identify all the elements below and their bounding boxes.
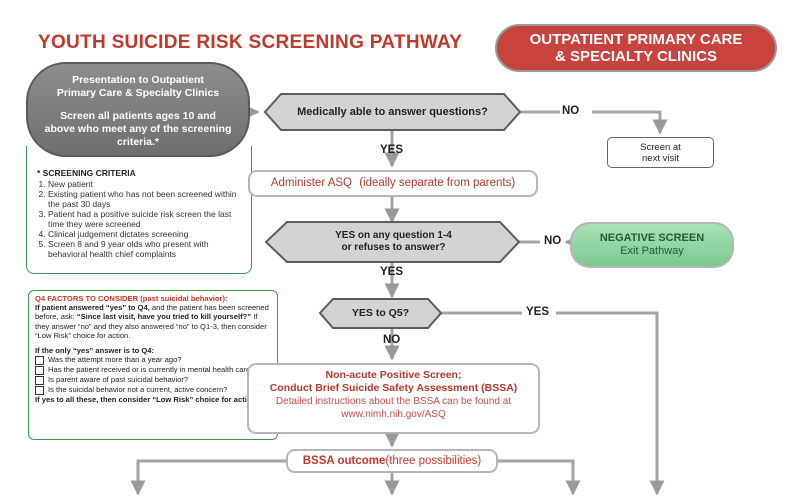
bssa-link[interactable]: www.nimh.nih.gov/ASQ	[341, 409, 446, 420]
outcome-note: (three possibilities)	[385, 455, 482, 467]
bssa-line2: Conduct Brief Suicide Safety Assessment …	[269, 382, 518, 394]
q4-intro: If patient answered “yes” to Q4, and the…	[35, 303, 271, 340]
criteria-item: New patient	[48, 179, 243, 189]
q4-check-item: Is the suicidal behavior not a current, …	[35, 385, 271, 396]
yes-label-2: YES	[380, 266, 404, 278]
q4-heading: Q4 FACTORS TO CONSIDER (past suicidal be…	[35, 294, 228, 303]
q4-factors-box: Q4 FACTORS TO CONSIDER (past suicidal be…	[28, 290, 278, 440]
q4-check-text: Is parent aware of past suicidal behavio…	[48, 375, 189, 385]
setting-banner: OUTPATIENT PRIMARY CARE & SPECIALTY CLIN…	[495, 24, 777, 72]
arrow-yes-down	[556, 311, 665, 496]
criteria-item: Clinical judgement dictates screening	[48, 229, 243, 239]
negative-line1: NEGATIVE SCREEN	[599, 232, 705, 244]
screening-criteria-box: * SCREENING CRITERIA New patient Existin…	[26, 146, 252, 274]
q4-intro-b: and the patient has been screened before…	[35, 303, 269, 322]
screen-next-line1: Screen at	[640, 142, 681, 153]
bssa-node: Non-acute Positive Screen; Conduct Brief…	[247, 363, 540, 434]
q4-intro-c: “Since last visit, have you tried to kil…	[76, 312, 252, 322]
criteria-item: Existing patient who has not been screen…	[48, 189, 243, 209]
criteria-item: Screen 8 and 9 year olds who present wit…	[48, 239, 243, 259]
checkbox[interactable]	[35, 356, 44, 366]
criteria-list: New patient Existing patient who has not…	[37, 179, 243, 259]
no-label-3: NO	[383, 334, 401, 346]
decision3-shape	[318, 298, 443, 329]
decision1-shape	[263, 93, 522, 131]
screen-next-visit-node: Screen at next visit	[607, 137, 714, 168]
presentation-line1: Presentation to Outpatient	[72, 74, 204, 86]
checkbox[interactable]	[35, 366, 44, 376]
decision2-shape	[264, 221, 521, 263]
asq-note: (ideally separate from parents)	[359, 177, 516, 189]
q4-check-item: Is parent aware of past suicidal behavio…	[35, 375, 271, 386]
checkbox[interactable]	[35, 386, 44, 396]
presentation-node: Presentation to Outpatient Primary Care …	[26, 62, 250, 157]
q4-check-item: Was the attempt more than a year ago?	[35, 355, 271, 366]
bssa-line1: Non-acute Positive Screen;	[325, 369, 462, 381]
q4-footer: If yes to all these, then consider “Low …	[35, 395, 259, 405]
bssa-line3: Detailed instructions about the BSSA can…	[275, 396, 512, 407]
q4-check-item: Has the patient received or is currently…	[35, 365, 271, 376]
outcome-title: BSSA outcome	[302, 455, 386, 467]
q4-intro-d: If they answer “no” and they also answer…	[35, 312, 267, 340]
arrow-outcome-left	[130, 459, 286, 496]
decision2-line1: YES on any question 1-4	[335, 230, 452, 241]
administer-asq-node: Administer ASQ (ideally separate from pa…	[248, 170, 538, 197]
negative-screen-node: NEGATIVE SCREEN Exit Pathway	[570, 222, 734, 268]
negative-line2: Exit Pathway	[620, 245, 684, 257]
presentation-line2: Primary Care & Specialty Clinics	[56, 87, 220, 99]
q4-only-yes: If the only “yes” answer is to Q4:	[35, 346, 155, 356]
decision1-text: Medically able to answer questions?	[297, 106, 488, 118]
banner-line1: OUTPATIENT PRIMARY CARE	[529, 31, 743, 48]
q4-check-text: Is the suicidal behavior not a current, …	[48, 385, 228, 395]
asq-text: Administer ASQ	[270, 177, 352, 189]
no-label-2: NO	[544, 235, 562, 247]
bssa-outcome-node: BSSA outcome(three possibilities)	[286, 449, 498, 473]
decision2-line2: or refuses to answer?	[341, 242, 446, 253]
decision3-text: YES to Q5?	[351, 307, 410, 319]
presentation-body: Screen all patients ages 10 and above wh…	[44, 110, 232, 148]
checkbox[interactable]	[35, 376, 44, 386]
banner-line2: & SPECIALTY CLINICS	[555, 48, 717, 65]
page-title: YOUTH SUICIDE RISK SCREENING PATHWAY	[38, 32, 463, 53]
criteria-heading: * SCREENING CRITERIA	[37, 168, 136, 178]
decision2-text: YES on any question 1-4 or refuses to an…	[287, 230, 500, 254]
yes-label-1: YES	[380, 144, 404, 156]
screen-next-line2: next visit	[642, 153, 679, 164]
q4-intro-a: If patient answered “yes” to Q4,	[35, 303, 150, 313]
criteria-item: Patient had a positive suicide risk scre…	[48, 209, 243, 229]
q4-check-text: Has the patient received or is currently…	[48, 365, 255, 375]
no-label-1: NO	[562, 105, 580, 117]
q4-check-text: Was the attempt more than a year ago?	[48, 355, 182, 365]
arrow-outcome-right	[498, 459, 581, 496]
arrow-no-to-screen	[592, 110, 668, 135]
yes-label-3: YES	[526, 306, 550, 318]
